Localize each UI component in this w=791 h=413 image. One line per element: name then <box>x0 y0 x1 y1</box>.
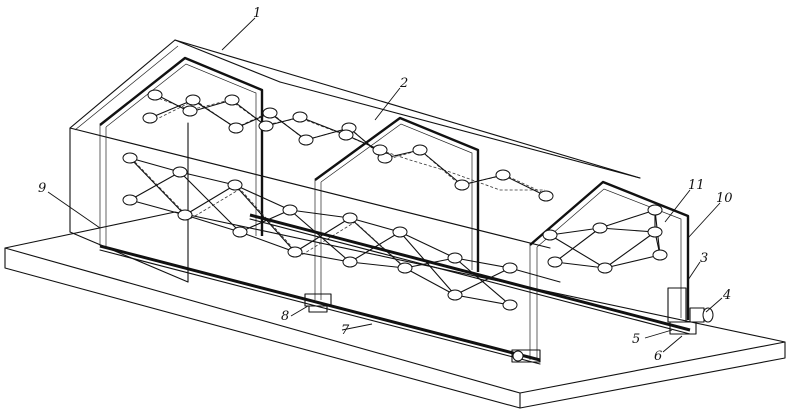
pivot-joint <box>224 94 240 106</box>
pivot-joint <box>287 246 303 258</box>
gable-frame-2 <box>314 116 480 300</box>
drive-motor-7 <box>511 349 541 363</box>
callout-8: 8 <box>281 309 289 324</box>
pivot-joint <box>282 204 298 216</box>
callout-1: 1 <box>253 6 261 21</box>
pivot-joint <box>342 256 358 268</box>
callout-10: 10 <box>716 191 733 206</box>
pivot-joint <box>258 120 274 132</box>
callout-labels: 1 2 3 4 5 6 7 8 9 10 11 <box>38 6 733 364</box>
pivot-joint <box>447 289 463 301</box>
callout-5: 5 <box>632 332 640 347</box>
pivot-joint <box>542 229 558 241</box>
pivot-joint <box>232 226 248 238</box>
pivot-joint <box>397 262 413 274</box>
pivot-joint <box>342 212 358 224</box>
drive-unit-5-6 <box>669 321 697 335</box>
pivot-joint <box>502 262 518 274</box>
gable-frame-end <box>529 180 690 360</box>
callout-3: 3 <box>700 251 708 266</box>
pivot-joint <box>412 144 428 156</box>
pivot-joint <box>447 252 463 264</box>
drive-carriage-8 <box>304 293 332 313</box>
control-box-3 <box>667 287 687 323</box>
pivot-joint <box>228 122 244 134</box>
end-scissor-linkage <box>549 209 661 269</box>
pivot-joint <box>142 112 158 124</box>
leader-lines <box>47 17 723 353</box>
pivot-joint <box>647 204 663 216</box>
pivot-joint <box>647 226 663 238</box>
pivot-joint <box>372 144 388 156</box>
pivot-joint <box>502 299 518 311</box>
pivot-joint <box>454 179 470 191</box>
pivot-joint <box>652 249 668 261</box>
pivot-joint <box>182 105 198 117</box>
callout-6: 6 <box>654 349 662 364</box>
pivot-joint <box>292 111 308 123</box>
pivot-joint <box>592 222 608 234</box>
roof-scissor-linkage <box>149 93 549 197</box>
pivot-joint <box>122 152 138 164</box>
pivot-joint <box>122 194 138 206</box>
pivot-joint <box>547 256 563 268</box>
callout-2: 2 <box>399 76 408 91</box>
pivot-joint <box>262 107 278 119</box>
pivot-joint <box>538 190 554 202</box>
pivot-joint <box>597 262 613 274</box>
base-platform <box>4 211 786 409</box>
callout-7: 7 <box>341 323 350 338</box>
pivot-joint <box>185 94 201 106</box>
pivot-joint <box>338 129 354 141</box>
pivot-joint <box>298 134 314 146</box>
pivot-joint <box>177 209 193 221</box>
motor-4 <box>689 307 714 323</box>
greenhouse-cover <box>69 39 641 249</box>
callout-9: 9 <box>38 181 46 196</box>
pivot-joint <box>172 166 188 178</box>
callout-4: 4 <box>722 288 731 303</box>
guide-rails <box>99 213 691 365</box>
pivot-joint <box>495 169 511 181</box>
pivot-joint <box>147 89 163 101</box>
pivot-joint <box>227 179 243 191</box>
linkage-joints <box>122 89 668 311</box>
gable-frame-1 <box>69 56 264 283</box>
callout-11: 11 <box>688 178 705 193</box>
pivot-joint <box>392 226 408 238</box>
